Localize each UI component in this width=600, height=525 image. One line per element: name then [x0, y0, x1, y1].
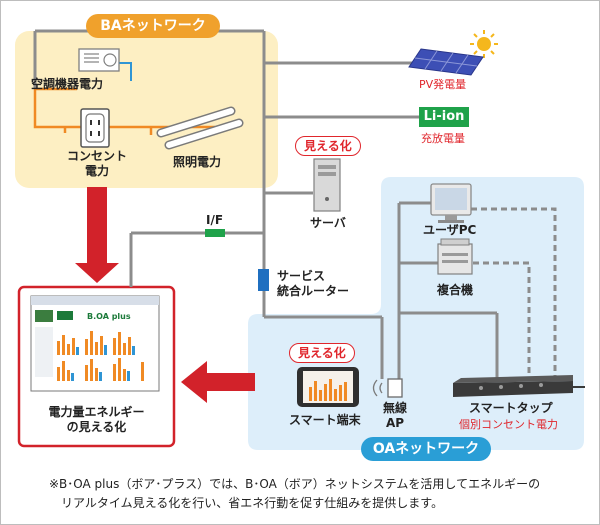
outlet-label-line2: 電力 — [84, 164, 109, 178]
router-label-line1: サービス — [277, 269, 326, 283]
energy-view-line1: 電力量エネルギー — [48, 405, 145, 419]
footnote-line2: リアルタイム見える化を行い、省エネ行動を促す仕組みを提供します。 — [61, 496, 444, 510]
energy-view-logo: B.OA plus — [87, 312, 131, 321]
oa-visualize-badge: 見える化 — [289, 343, 355, 363]
interface-label: I/F — [206, 213, 224, 227]
outlet-label-line1: コンセント — [66, 149, 127, 163]
hvac-label: 空調機器電力 — [31, 77, 104, 91]
energy-view-label: 電力量エネルギー の見える化 — [19, 405, 174, 435]
ba-to-view-arrow — [75, 187, 119, 283]
router-label-line2: 統合ルーター — [277, 284, 350, 298]
router-icon — [258, 269, 269, 291]
smart-tap-icon — [453, 375, 585, 397]
lighting-label: 照明電力 — [173, 155, 222, 169]
smart-terminal-icon — [297, 367, 359, 407]
smart-tap-label: スマートタップ — [469, 401, 553, 415]
energy-view-line2: の見える化 — [66, 420, 127, 434]
wireless-ap-label: 無線 AP — [373, 401, 417, 431]
user-pc-label: ユーザPC — [423, 223, 477, 237]
pv-label: PV発電量 — [419, 78, 467, 91]
ba-network-title: BAネットワーク — [86, 14, 220, 38]
pv-panel-icon — [408, 30, 498, 76]
user-pc-icon — [430, 183, 472, 223]
outlet-label: コンセント 電力 — [51, 149, 143, 179]
router-label: サービス 統合ルーター — [277, 269, 349, 299]
wireless-ap-line1: 無線 — [382, 401, 407, 415]
server-icon — [313, 158, 341, 212]
smart-terminal-label: スマート端末 — [289, 413, 361, 427]
multifunction-label: 複合機 — [437, 283, 474, 297]
footnote-line1: ※B･OA plus（ボア･プラス）では、B･OA（ボア）ネットシステムを活用し… — [49, 477, 541, 491]
lighting-icon — [156, 106, 244, 150]
multifunction-printer-icon — [437, 238, 473, 275]
wireless-ap-line2: AP — [385, 416, 405, 430]
interface-connector-icon — [205, 229, 225, 237]
energy-view-screenshot — [30, 295, 160, 392]
footnote: ※B･OA plus（ボア･プラス）では、B･OA（ボア）ネットシステムを活用し… — [49, 475, 579, 513]
liion-label: 充放電量 — [421, 132, 465, 145]
oa-to-view-arrow — [181, 361, 255, 403]
oa-network-title: OAネットワーク — [361, 437, 491, 461]
wireless-ap-icon — [372, 378, 403, 398]
outlet-icon — [80, 108, 110, 148]
hvac-icon — [78, 48, 120, 72]
server-visualize-badge: 見える化 — [295, 136, 361, 156]
server-label: サーバ — [310, 216, 346, 230]
smart-tap-sub-label: 個別コンセント電力 — [459, 418, 558, 431]
liion-badge: Li-ion — [419, 107, 469, 127]
